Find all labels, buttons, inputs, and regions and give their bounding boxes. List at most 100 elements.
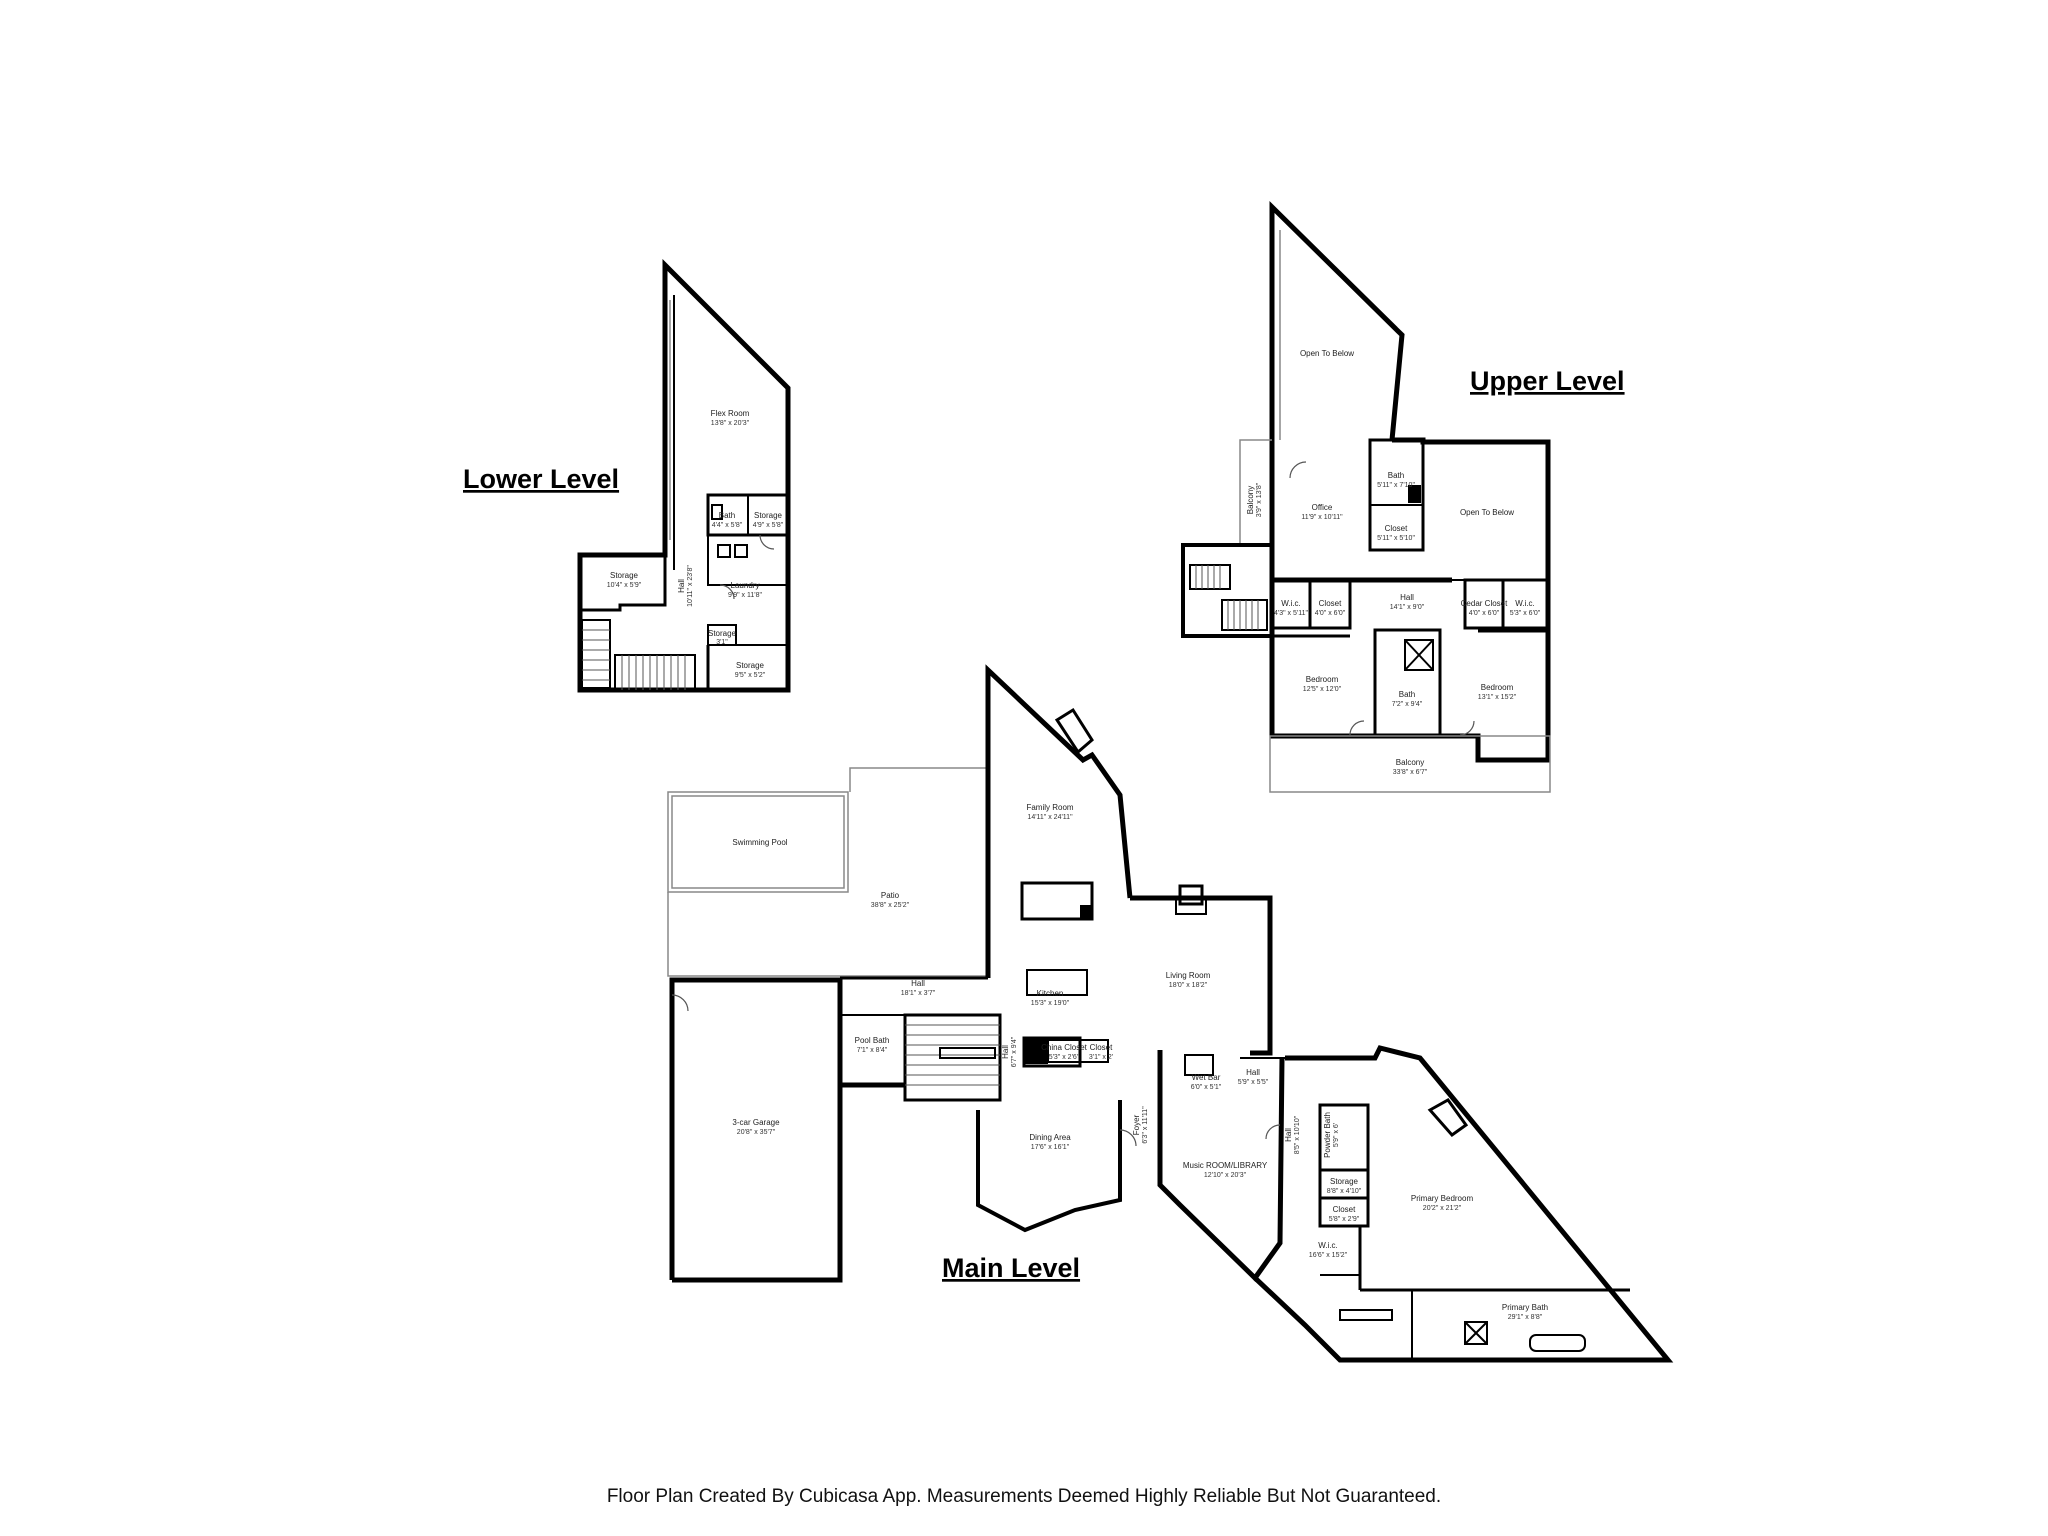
main-stairs bbox=[905, 1024, 1000, 1086]
room-name: China Closet bbox=[1041, 1043, 1088, 1052]
room-name: Bath bbox=[1399, 690, 1415, 699]
room-name: Bath bbox=[1388, 471, 1404, 480]
room-name: Bedroom bbox=[1481, 683, 1514, 692]
main-level-title: Main Level bbox=[942, 1253, 1080, 1283]
room-dim: 6'3" x 11'11" bbox=[1142, 1106, 1149, 1144]
room-dim: 4'4" x 5'8" bbox=[712, 522, 743, 529]
room-name: Hall bbox=[677, 579, 686, 593]
room-name: Kitchen bbox=[1037, 989, 1064, 998]
room-dim: 4'3" x 5'11" bbox=[1274, 610, 1308, 617]
room-name: Hall bbox=[1400, 593, 1414, 602]
room-dim: 10'4" x 5'9" bbox=[607, 582, 642, 589]
room-name: Open To Below bbox=[1300, 349, 1354, 358]
room-name: Music ROOM/LIBRARY bbox=[1183, 1161, 1268, 1170]
room-name: Storage bbox=[1330, 1177, 1359, 1186]
room-dim: 5'9" x 6' bbox=[1333, 1123, 1340, 1147]
room-dim: 5'8" x 2'9" bbox=[1329, 1216, 1360, 1223]
room-name: Closet bbox=[1385, 524, 1408, 533]
room-name: Hall bbox=[1001, 1045, 1010, 1059]
room-name: Bath bbox=[719, 511, 735, 520]
room-name: Family Room bbox=[1026, 803, 1073, 812]
room-name: Balcony bbox=[1396, 758, 1424, 767]
room-dim: 8'5" x 10'10" bbox=[1294, 1115, 1301, 1154]
room-dim: 38'8" x 25'2" bbox=[871, 902, 910, 909]
room-dim: 12'10" x 20'3" bbox=[1204, 1172, 1247, 1179]
upper-outer-wall bbox=[1269, 201, 1405, 441]
room-dim: 9'9" x 11'8" bbox=[728, 592, 762, 599]
lower-stairs bbox=[581, 619, 696, 691]
room-name: Hall bbox=[1246, 1068, 1260, 1077]
room-name: Office bbox=[1312, 503, 1333, 512]
room-dim: 14'1" x 9'0" bbox=[1390, 604, 1425, 611]
room-name: Primary Bath bbox=[1502, 1303, 1548, 1312]
room-name: Closet bbox=[1319, 599, 1342, 608]
room-dim: 7'1" x 8'4" bbox=[857, 1047, 888, 1054]
room-dim: 20'2" x 21'2" bbox=[1423, 1205, 1462, 1212]
room-name: Living Room bbox=[1166, 971, 1211, 980]
room-name: Storage bbox=[708, 629, 737, 638]
room-name: Storage bbox=[736, 661, 765, 670]
room-name: Closet bbox=[1333, 1205, 1356, 1214]
room-name: 3-car Garage bbox=[732, 1118, 780, 1127]
room-dim: 4'9" x 5'8" bbox=[753, 522, 784, 529]
main-outer-wall bbox=[985, 664, 1133, 978]
room-dim: 13'8" x 20'3" bbox=[711, 420, 750, 427]
room-name: Foyer bbox=[1132, 1114, 1141, 1135]
room-dim: 4'0" x 6'0" bbox=[1469, 610, 1500, 617]
room-dim: 4'0" x 6'0" bbox=[1315, 610, 1346, 617]
room-name: Cedar Closet bbox=[1461, 599, 1508, 608]
room-name: Hall bbox=[911, 979, 925, 988]
footer-disclaimer: Floor Plan Created By Cubicasa App. Meas… bbox=[606, 1486, 1442, 1507]
room-name: Laundry bbox=[731, 581, 760, 590]
room-name: W.i.c. bbox=[1281, 599, 1301, 608]
room-dim: 3'1" x 2' bbox=[1089, 1054, 1113, 1061]
room-name: Open To Below bbox=[1460, 508, 1514, 517]
room-name: Storage bbox=[754, 511, 783, 520]
room-dim: 17'6" x 16'1" bbox=[1031, 1144, 1070, 1151]
room-name: W.i.c. bbox=[1515, 599, 1535, 608]
room-name: Pool Bath bbox=[855, 1036, 890, 1045]
room-name: Closet bbox=[1090, 1043, 1113, 1052]
lower-level-plan: Lower Level Flex Room 13'8" x 20'3" Bath… bbox=[463, 258, 791, 693]
lower-level-title: Lower Level bbox=[463, 464, 619, 494]
room-dim: 6'7" x 9'4" bbox=[1011, 1036, 1018, 1067]
room-dim: 3'1" bbox=[716, 639, 728, 646]
room-dim: 13'1" x 15'2" bbox=[1478, 694, 1517, 701]
room-dim: 10'11" x 23'8" bbox=[687, 565, 694, 607]
room-dim: 18'1" x 3'7" bbox=[901, 990, 936, 997]
room-name: Dining Area bbox=[1029, 1133, 1071, 1142]
room-name: W.i.c. bbox=[1318, 1241, 1338, 1250]
room-dim: 5'3" x 2'6" bbox=[1049, 1054, 1080, 1061]
room-dim: 3'9" x 13'8" bbox=[1256, 482, 1263, 517]
room-dim: 15'3" x 19'0" bbox=[1031, 1000, 1070, 1007]
room-dim: 14'11" x 24'11" bbox=[1027, 814, 1073, 821]
room-dim: 6'0" x 5'1" bbox=[1191, 1084, 1222, 1091]
room-dim: 7'2" x 9'4" bbox=[1392, 701, 1423, 708]
room-dim: 9'5" x 5'2" bbox=[735, 672, 766, 679]
room-dim: 8'8" x 4'10" bbox=[1327, 1188, 1362, 1195]
room-name: Storage bbox=[610, 571, 639, 580]
room-dim: 18'0" x 18'2" bbox=[1169, 982, 1208, 989]
room-name: Patio bbox=[881, 891, 900, 900]
room-dim: 5'9" x 5'5" bbox=[1238, 1079, 1269, 1086]
room-dim: 33'8" x 6'7" bbox=[1393, 769, 1428, 776]
room-name: Wet Bar bbox=[1192, 1073, 1221, 1082]
room-name: Hall bbox=[1284, 1128, 1293, 1142]
room-dim: 12'5" x 12'0" bbox=[1303, 686, 1342, 693]
room-name: Swimming Pool bbox=[732, 838, 787, 847]
upper-level-title: Upper Level bbox=[1470, 366, 1625, 396]
upper-level-plan: Upper Level Open To Below Open To Below … bbox=[1181, 201, 1625, 793]
swimming-pool-outline bbox=[667, 791, 849, 893]
room-name: Powder Bath bbox=[1323, 1112, 1332, 1158]
room-dim: 20'8" x 35'7" bbox=[737, 1129, 776, 1136]
room-dim: 11'9" x 10'11" bbox=[1301, 514, 1343, 521]
main-level-plan: Main Level Swimming Pool Patio 38'8" x 2… bbox=[667, 664, 1674, 1363]
room-dim: 5'3" x 6'0" bbox=[1510, 610, 1541, 617]
room-name: Bedroom bbox=[1306, 675, 1339, 684]
room-dim: 5'11" x 7'10" bbox=[1377, 482, 1415, 489]
room-name: Balcony bbox=[1246, 486, 1255, 514]
room-dim: 5'11" x 5'10" bbox=[1377, 535, 1415, 542]
room-name: Flex Room bbox=[711, 409, 750, 418]
room-name: Primary Bedroom bbox=[1411, 1194, 1474, 1203]
